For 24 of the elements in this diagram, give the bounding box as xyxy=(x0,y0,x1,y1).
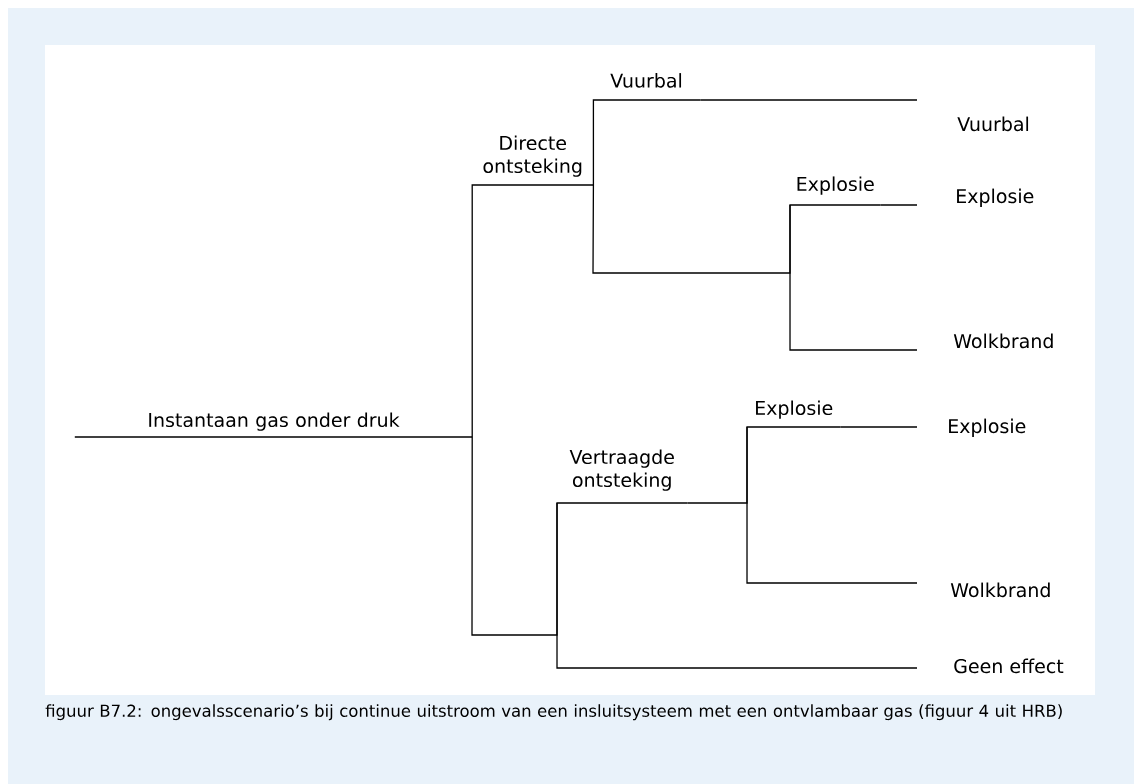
branch-line xyxy=(839,426,918,428)
branch-line xyxy=(471,436,689,636)
branch-line xyxy=(686,426,842,504)
branch-label: Explosie xyxy=(756,400,833,419)
outcome-label: Vuurbal xyxy=(957,116,1029,132)
branch-label: Vuurbal xyxy=(610,73,682,88)
outcome-label: Wolkbrand xyxy=(950,582,1050,598)
branch-line xyxy=(789,204,918,351)
branch-line xyxy=(699,99,918,101)
branch-label: Explosie xyxy=(797,176,874,195)
outcome-label: Wolkbrand xyxy=(953,333,1053,349)
branch-label: Vertraagde ontsteking xyxy=(569,449,674,491)
branch-line xyxy=(556,502,918,669)
branch-label: Directe ontsteking xyxy=(483,135,582,177)
branch-line xyxy=(879,204,918,206)
outcome-label: Explosie xyxy=(949,418,1026,437)
branch-line xyxy=(592,184,882,274)
branch-line xyxy=(746,426,918,584)
branch-line xyxy=(592,99,702,186)
branch-line xyxy=(471,184,595,438)
outcome-label: Explosie xyxy=(957,188,1034,207)
initial-event-label: Instantaan gas onder druk xyxy=(74,412,473,438)
outcome-label: Geen effect xyxy=(954,658,1064,674)
figure-caption: figuur B7.2: ongevalsscenario’s bij continue uitstroom van een insluitsysteem met een ontvlambaar gas (figuur 4 uit HRB) xyxy=(45,704,1062,721)
